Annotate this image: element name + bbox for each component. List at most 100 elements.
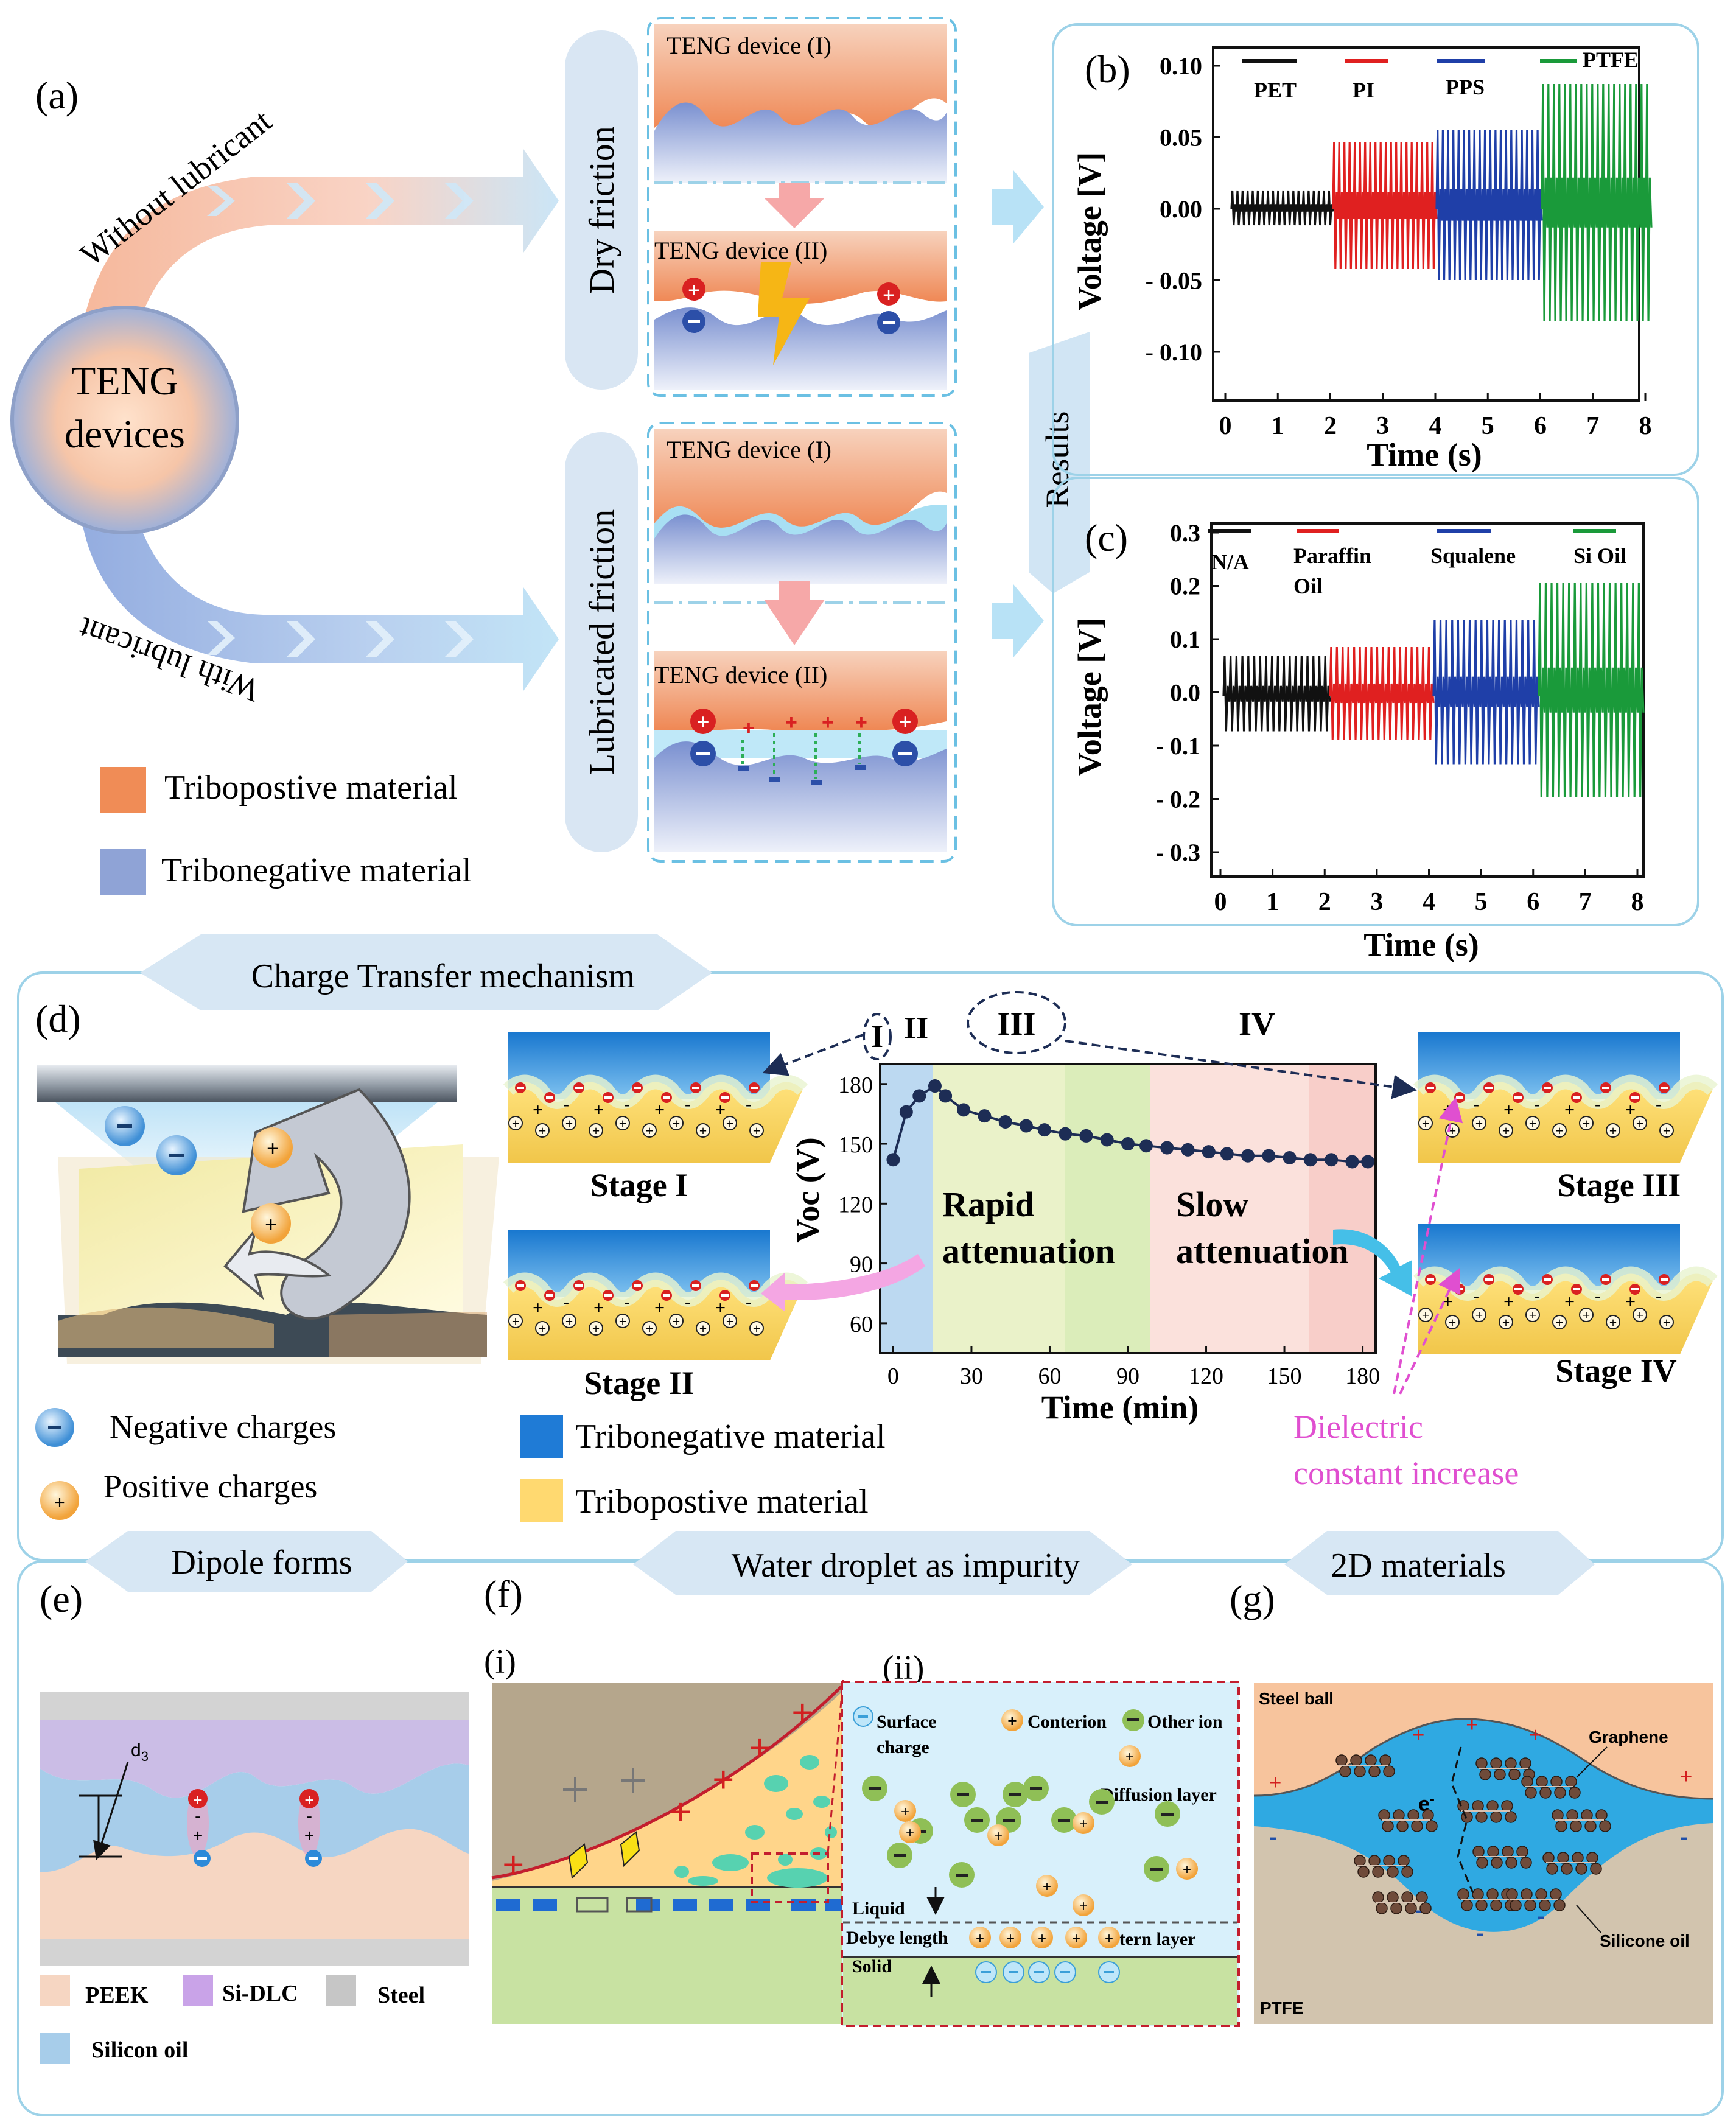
- svg-text:+: +: [512, 1314, 520, 1329]
- panel-b-frame: [1052, 23, 1699, 476]
- x-tick-label: 7: [1579, 888, 1592, 916]
- stern-counterion-icon: [969, 1927, 991, 1948]
- down-arrow-icon-2: [764, 581, 825, 645]
- svg-text:+: +: [883, 284, 895, 307]
- svg-text:-: -: [1534, 1286, 1540, 1306]
- svg-text:+: +: [994, 1828, 1003, 1844]
- y-tick-label: 0.1: [1170, 626, 1200, 653]
- counterion-icon: [899, 1821, 921, 1843]
- svg-text:+: +: [1412, 1723, 1425, 1747]
- dry-friction-box: [647, 17, 957, 397]
- region-III-bg-2: [1065, 1064, 1150, 1353]
- x-tick-label: 7: [1586, 412, 1599, 440]
- with-lubricant-arrow: [79, 505, 559, 691]
- graphene-label: Graphene: [1589, 1728, 1668, 1746]
- svg-text:+: +: [1422, 1116, 1430, 1131]
- voc-data-point: [886, 1153, 900, 1167]
- sub-ii-label: (ii): [883, 1649, 924, 1687]
- dielectric-pointer-2: [1399, 1267, 1461, 1395]
- panel-b-label: (b): [1085, 47, 1130, 91]
- svg-text:Debye length: Debye length: [846, 1928, 948, 1948]
- region-II-label: II: [904, 1011, 928, 1046]
- svg-text:+: +: [654, 1298, 665, 1318]
- svg-text:+: +: [688, 279, 700, 302]
- voc-data-point: [1121, 1137, 1135, 1151]
- x-tick-label: 6: [1534, 412, 1547, 440]
- svg-text:-: -: [1476, 1919, 1484, 1946]
- spark-icon-2: [620, 1831, 640, 1868]
- positive-charge-icon: + +: [251, 1127, 293, 1244]
- panel-b-ylabel: Voltage [V]: [1071, 152, 1108, 310]
- voc-data-point: [1220, 1147, 1234, 1161]
- y-tick-label: 0.0: [1170, 679, 1200, 707]
- panel-e-legend: PEEK Si-DLC Steel Silicon oil: [40, 1975, 425, 2064]
- stern-counterion-icon: [999, 1927, 1021, 1948]
- svg-text:+: +: [533, 1298, 543, 1318]
- panel-e-label: (e): [40, 1577, 83, 1620]
- counterion-icon: [987, 1824, 1009, 1846]
- right-arrow-icon: [992, 170, 1044, 243]
- y-tick-label: 0.05: [1160, 124, 1202, 152]
- graphene-flakes: [1335, 1754, 1611, 1914]
- svg-text:-: -: [195, 1806, 201, 1826]
- svg-text:+: +: [1502, 1315, 1510, 1330]
- voc-data-point: [1361, 1155, 1375, 1169]
- svg-text:Conterion: Conterion: [1027, 1712, 1107, 1732]
- svg-text:+: +: [715, 1100, 726, 1120]
- legend-tribonegative-label: Tribonegative material: [161, 852, 472, 889]
- panel-c-label: (c): [1085, 516, 1128, 559]
- voc-data-point: [957, 1103, 971, 1117]
- dipole-forms-banner: [85, 1531, 408, 1592]
- svg-text:+: +: [1502, 1123, 1510, 1138]
- lub-device-I-label: TENG device (I): [667, 436, 831, 463]
- svg-text:Si-DLC: Si-DLC: [222, 1981, 298, 2006]
- svg-text:+: +: [1625, 1292, 1636, 1312]
- svg-text:+: +: [699, 1123, 707, 1138]
- svg-text:+: +: [193, 1791, 202, 1809]
- voc-data-point: [1283, 1150, 1297, 1164]
- counterion-icon: [894, 1800, 916, 1822]
- svg-text:+: +: [673, 1314, 681, 1329]
- positive-charge-icon: + +: [682, 278, 900, 307]
- voc-data-point: [1262, 1149, 1276, 1163]
- svg-text:+: +: [1564, 1292, 1575, 1312]
- svg-text:+: +: [592, 1321, 600, 1336]
- voc-y-tick-label: 150: [838, 1132, 873, 1158]
- voc-y-tick-label: 120: [838, 1192, 873, 1217]
- counterion-icon: [1036, 1875, 1058, 1897]
- 2d-materials-banner-text: 2D materials: [1331, 1547, 1506, 1584]
- voc-x-tick-label: 180: [1345, 1364, 1380, 1389]
- voc-xlabel: Time (min): [1041, 1389, 1199, 1426]
- y-tick-label: - 0.1: [1156, 732, 1200, 760]
- graphene-flake: [1457, 1888, 1517, 1911]
- svg-text:+: +: [901, 1804, 909, 1820]
- y-tick-label: 0.3: [1170, 519, 1200, 547]
- lub-device-II: TENG device (II) + + + + + +: [654, 651, 947, 852]
- stage-II-thumbnail: +++++++++++-+-+-+-: [503, 1230, 808, 1360]
- svg-text:+: +: [1503, 1292, 1514, 1312]
- svg-text:+: +: [726, 1314, 734, 1329]
- region-I-label: I: [871, 1020, 883, 1054]
- svg-text:-: -: [1656, 1286, 1662, 1306]
- surface-charges-g: + + + + + - - - - -: [1269, 1712, 1693, 1946]
- voc-data-point: [1037, 1123, 1051, 1137]
- x-tick-label: 4: [1429, 412, 1442, 440]
- svg-text:+: +: [54, 1493, 65, 1513]
- graphene-flake: [1372, 1891, 1432, 1914]
- dielectric-pointer-1: [1393, 1097, 1463, 1395]
- svg-text:+: +: [1556, 1315, 1564, 1330]
- voc-x-tick-label: 120: [1189, 1364, 1223, 1389]
- voc-y-tick-label: 60: [850, 1312, 873, 1337]
- panel-c-xlabel: Time (s): [1363, 926, 1479, 963]
- without-lubricant-arrow: [79, 149, 559, 341]
- graphene-flake: [1378, 1809, 1438, 1832]
- svg-text:+: +: [619, 1116, 627, 1131]
- panel-c-signal: [1222, 583, 1645, 797]
- panel-c-ylabel: Voltage [V]: [1071, 618, 1108, 776]
- svg-text:-: -: [1269, 1822, 1277, 1850]
- x-tick-label: 8: [1631, 888, 1644, 916]
